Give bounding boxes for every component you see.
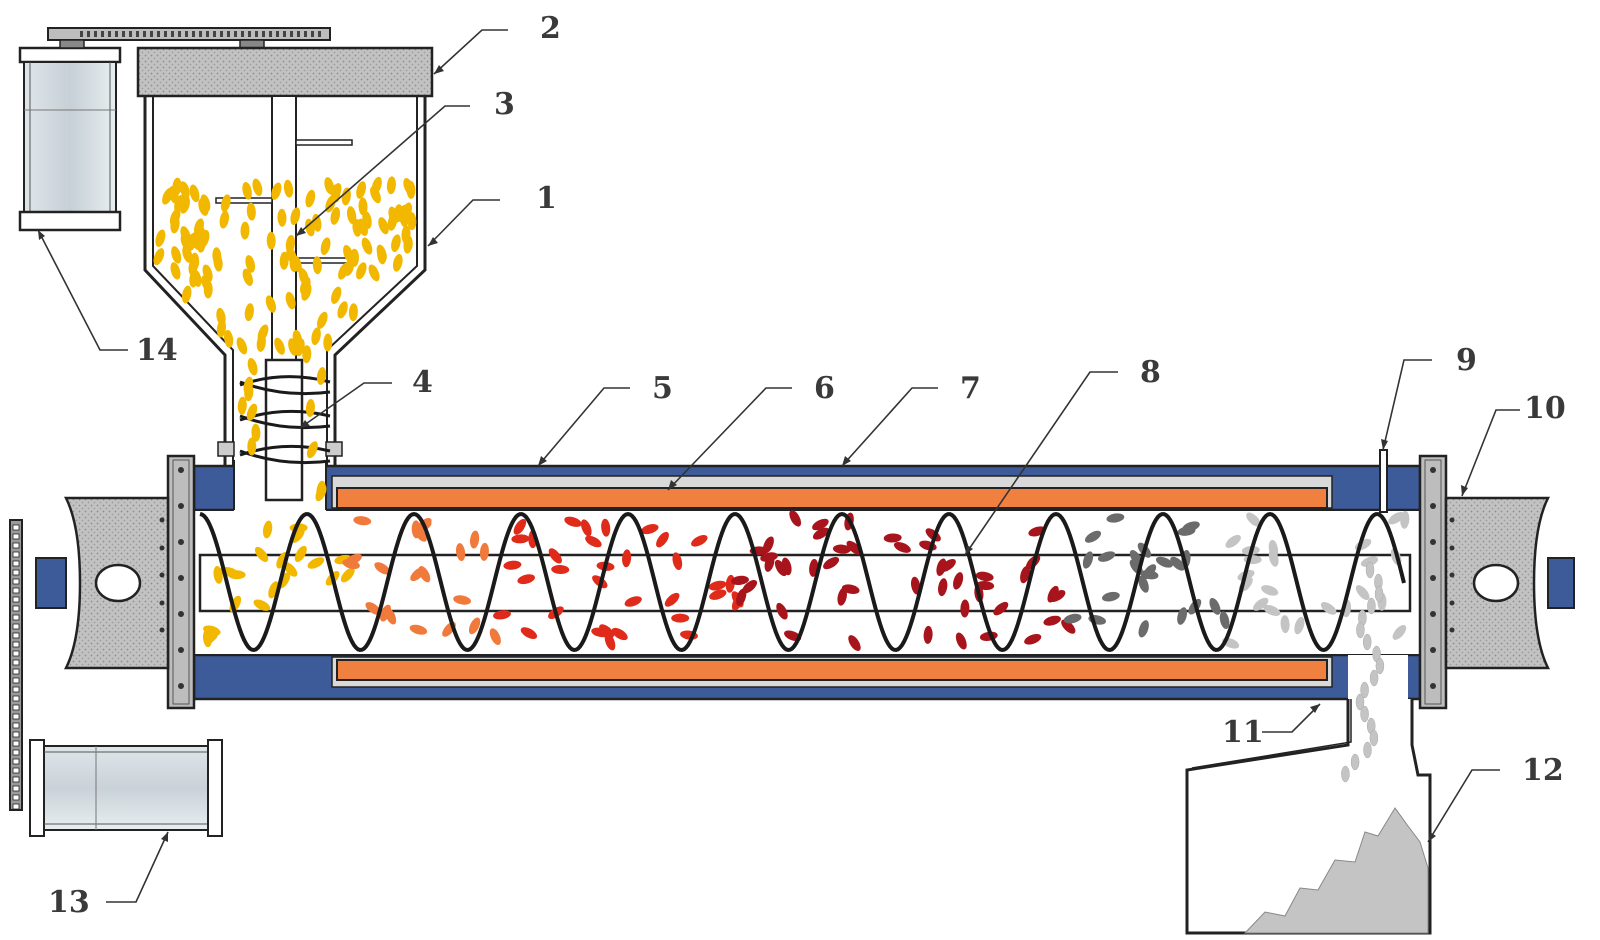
callout-14: 14 bbox=[136, 333, 178, 368]
collector-pile bbox=[1243, 807, 1429, 934]
callout-10: 10 bbox=[1524, 391, 1566, 426]
hopper-motor bbox=[18, 46, 122, 232]
hopper-granules bbox=[153, 176, 417, 502]
callout-7: 7 bbox=[960, 371, 981, 406]
callout-3: 3 bbox=[494, 87, 515, 122]
callout-5: 5 bbox=[652, 371, 673, 406]
right-flange bbox=[1418, 454, 1448, 710]
callout-11: 11 bbox=[1222, 715, 1264, 750]
leader-lines bbox=[37, 29, 1520, 903]
callout-8: 8 bbox=[1140, 355, 1161, 390]
callout-13: 13 bbox=[48, 885, 90, 920]
falling-granules bbox=[1341, 561, 1385, 783]
heater-bottom bbox=[336, 659, 1328, 681]
left-end-housing bbox=[35, 496, 170, 670]
callout-12: 12 bbox=[1522, 753, 1564, 788]
callout-2: 2 bbox=[540, 11, 561, 46]
hopper bbox=[136, 46, 434, 470]
callout-6: 6 bbox=[814, 371, 835, 406]
callout-labels: 1 2 3 4 5 6 7 8 9 10 11 12 13 14 bbox=[48, 11, 1566, 920]
thermocouple-probe bbox=[1379, 449, 1388, 513]
flange-bolts bbox=[159, 467, 1455, 689]
screw-shaft bbox=[198, 553, 1412, 613]
callout-9: 9 bbox=[1456, 343, 1477, 378]
screw-flight bbox=[199, 511, 1406, 653]
main-drive-motor bbox=[29, 739, 223, 837]
right-end-housing bbox=[1444, 496, 1575, 670]
main-drive-chain bbox=[9, 519, 23, 811]
callout-1: 1 bbox=[536, 181, 557, 216]
left-flange bbox=[166, 454, 196, 710]
top-gear-belt bbox=[47, 27, 331, 49]
callout-4: 4 bbox=[412, 365, 433, 400]
feed-screw bbox=[239, 358, 331, 502]
heater-top bbox=[336, 487, 1328, 509]
